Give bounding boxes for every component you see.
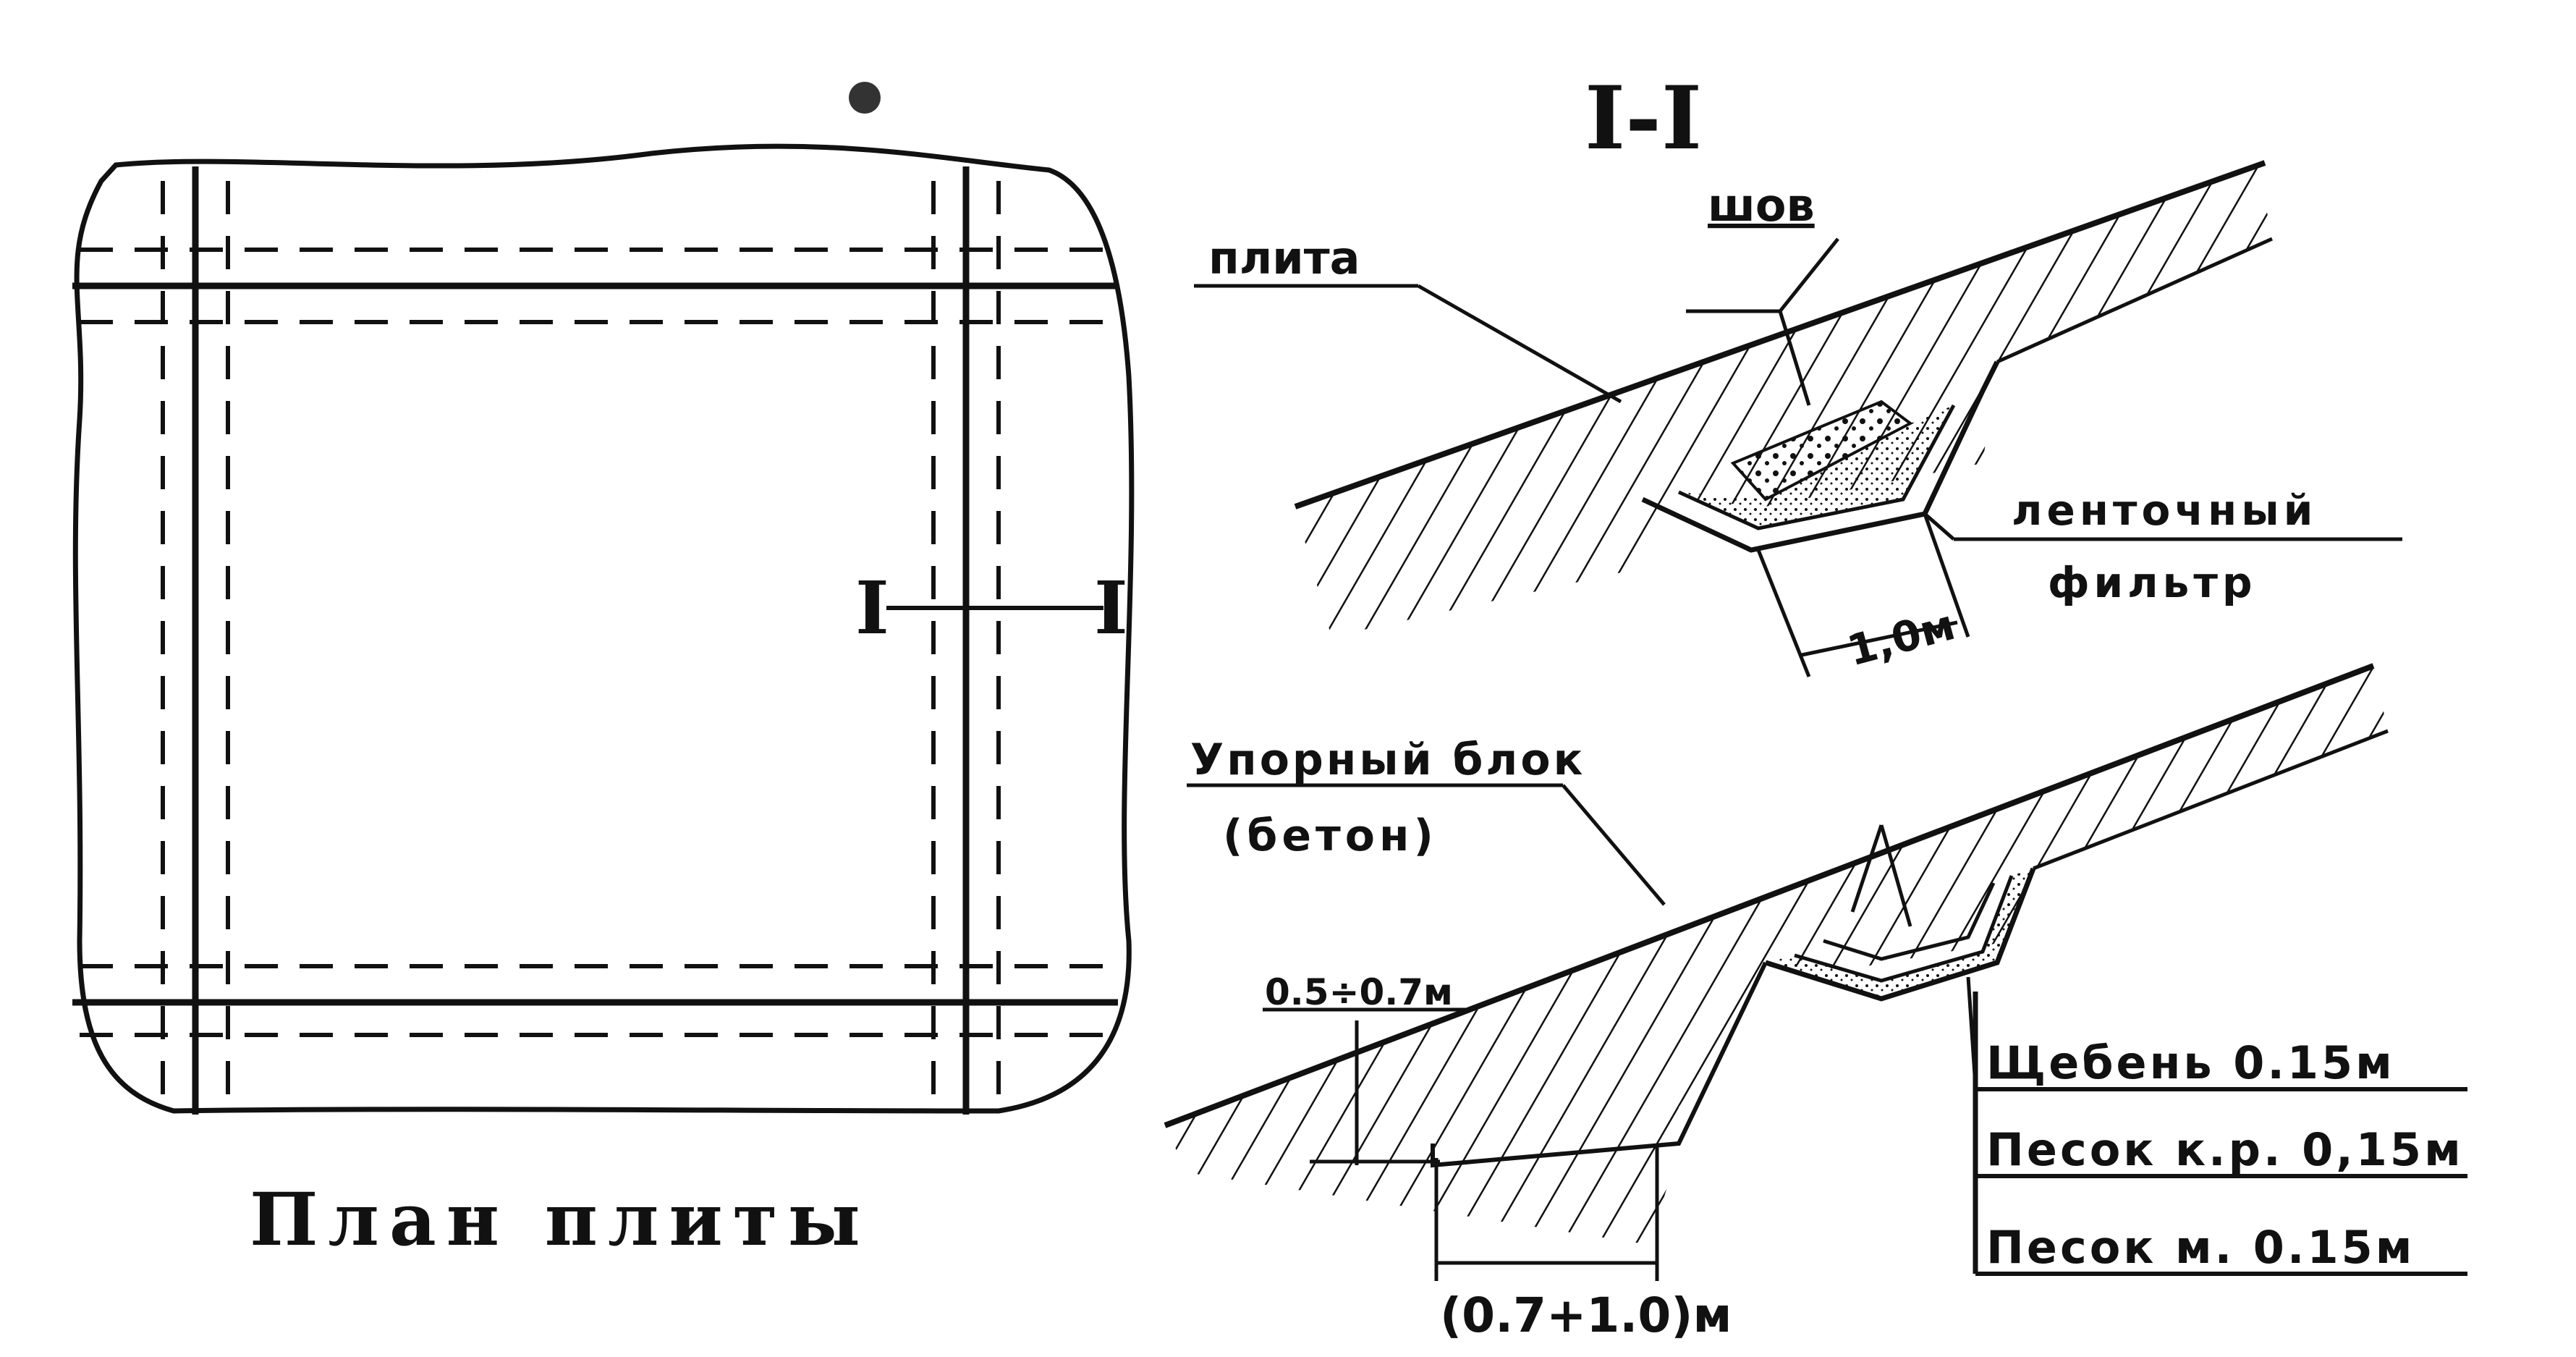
filter-dashed-lines bbox=[80, 181, 1114, 1107]
section-marker: I I bbox=[855, 565, 1128, 651]
block-label-line1: Упорный блок bbox=[1190, 735, 1585, 785]
section-upper: I-I шов плита ленточный фильтр 1,0м bbox=[1194, 67, 2402, 677]
section-title: I-I bbox=[1585, 67, 1702, 169]
seam-label: шов bbox=[1708, 179, 1815, 232]
block-label-line2: (бетон) bbox=[1223, 811, 1438, 861]
layer-label-3: Песок м. 0.15м bbox=[1986, 1221, 2415, 1274]
slab-outline bbox=[72, 143, 1135, 1114]
filter-width-label: 1,0м bbox=[1842, 600, 1960, 676]
filter-label-line1: ленточный bbox=[2012, 486, 2317, 535]
depth-label: 0.5÷0.7м bbox=[1265, 971, 1453, 1013]
section-mark-left: I bbox=[855, 565, 889, 651]
joint-lines bbox=[72, 166, 1118, 1115]
slab-plan: I I План плиты bbox=[72, 82, 1135, 1262]
filter-label-line2: фильтр bbox=[2048, 558, 2256, 607]
filter-sand bbox=[1679, 405, 1954, 528]
lower-filter-sand bbox=[1766, 868, 2033, 999]
upper-soil-hatch bbox=[1295, 163, 2272, 637]
ink-blot bbox=[849, 82, 881, 114]
slab-label: плита bbox=[1208, 232, 1360, 284]
layer-label-1: Щебень 0.15м bbox=[1986, 1036, 2395, 1089]
section-mark-right: I bbox=[1094, 565, 1128, 651]
stop-block-outline bbox=[1431, 961, 1768, 1168]
lower-soil-hatch bbox=[1165, 666, 2388, 1245]
layer-label-2: Песок к.р. 0,15м bbox=[1986, 1123, 2464, 1176]
width-label: (0.7+1.0)м bbox=[1440, 1288, 1732, 1343]
section-lower: Упорный блок (бетон) 0.5÷0.7м (0.7+1.0)м… bbox=[1164, 663, 2467, 1343]
plan-title: План плиты bbox=[250, 1177, 870, 1262]
